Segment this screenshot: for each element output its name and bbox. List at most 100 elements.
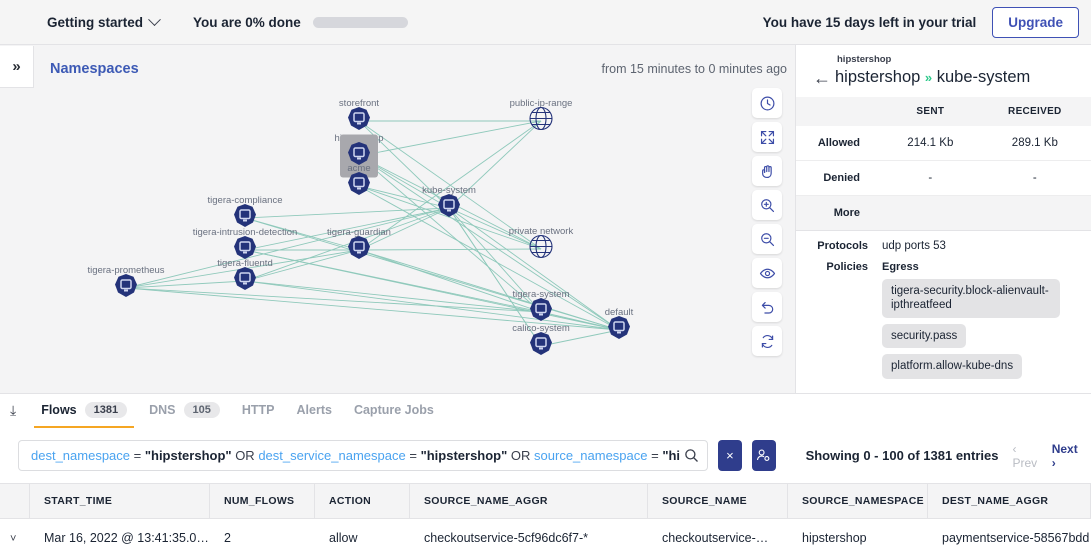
- graph-title[interactable]: Namespaces: [50, 61, 139, 77]
- back-arrow-icon[interactable]: ←: [809, 69, 835, 87]
- graph-node-calico-system[interactable]: [529, 332, 553, 361]
- prev-page-button[interactable]: ‹ Prev: [1012, 442, 1038, 470]
- graph-node-tigera-intrusion-detection[interactable]: [233, 236, 257, 265]
- tab-label: HTTP: [242, 403, 275, 417]
- col-source-name-aggr[interactable]: SOURCE_NAME_AGGR: [410, 484, 648, 518]
- tab-badge: 105: [184, 402, 220, 418]
- getting-started-label: Getting started: [47, 15, 143, 30]
- col-received: RECEIVED: [979, 97, 1091, 126]
- next-page-button[interactable]: Next ›: [1052, 442, 1079, 470]
- col-start-time[interactable]: START_TIME: [30, 484, 210, 518]
- graph-node-public-ip-range[interactable]: [528, 106, 554, 137]
- more-spacer-1: [882, 196, 979, 231]
- search-query-text: dest_namespace = "hipstershop" OR dest_s…: [31, 448, 680, 463]
- table-row: Allowed 214.1 Kb 289.1 Kb: [796, 126, 1091, 161]
- graph-node-acme[interactable]: [347, 172, 371, 201]
- graph-node-tigera-fluentd[interactable]: [233, 267, 257, 296]
- graph-node-default[interactable]: [607, 316, 631, 345]
- tab-label: Capture Jobs: [354, 403, 434, 417]
- cell-dest-name-aggr: paymentservice-58567bdd: [928, 519, 1091, 551]
- tab-alerts[interactable]: Alerts: [286, 394, 343, 426]
- query-token-op: =: [648, 448, 663, 463]
- chevron-down-icon: [148, 13, 161, 26]
- tab-dns[interactable]: DNS105: [138, 394, 231, 426]
- row-label-allowed: Allowed: [796, 126, 882, 161]
- query-token-val: "hipstershop": [145, 448, 232, 463]
- refresh-icon[interactable]: [752, 326, 782, 356]
- policies-row: Policies Egress tigera-security.block-al…: [796, 252, 1091, 385]
- graph-node-hipstershop[interactable]: [347, 142, 371, 171]
- query-token-field: source_namespace: [534, 448, 647, 463]
- results-count: Showing 0 - 100 of 1381 entries: [806, 448, 999, 463]
- upgrade-button[interactable]: Upgrade: [992, 7, 1079, 38]
- graph-node-private-network[interactable]: [528, 234, 554, 265]
- hand-icon[interactable]: [752, 156, 782, 186]
- graph-node-tigera-prometheus[interactable]: [114, 274, 138, 303]
- protocols-row: Protocols udp ports 53: [796, 231, 1091, 252]
- cell-source-name-aggr: checkoutservice-5cf96dc6f7-*: [410, 519, 648, 551]
- flow-detail-panel: hipstershop ← hipstershop » kube-system …: [795, 45, 1091, 393]
- policy-pill[interactable]: tigera-security.block-alienvault-ipthrea…: [882, 279, 1060, 318]
- trial-notice: You have 15 days left in your trial: [763, 15, 977, 30]
- flow-log-table: START_TIME NUM_FLOWS ACTION SOURCE_NAME_…: [0, 483, 1091, 551]
- query-token-field: dest_namespace: [31, 448, 130, 463]
- col-expand: [0, 484, 30, 518]
- detail-header: hipstershop ← hipstershop » kube-system: [796, 45, 1091, 97]
- clock-icon[interactable]: [752, 88, 782, 118]
- col-action[interactable]: ACTION: [315, 484, 410, 518]
- col-blank: [796, 97, 882, 126]
- graph-node-kube-system[interactable]: [437, 194, 461, 223]
- double-chevron-down-icon[interactable]: ⤓: [10, 403, 16, 417]
- progress-bar: [313, 17, 408, 28]
- policy-pill[interactable]: security.pass: [882, 324, 966, 348]
- graph-edges: [0, 45, 795, 393]
- table-row[interactable]: ˅ Mar 16, 2022 @ 13:41:35.000 2 allow ch…: [0, 519, 1091, 551]
- query-token-field: dest_service_namespace: [258, 448, 405, 463]
- filter-row: dest_namespace = "hipstershop" OR dest_s…: [0, 426, 1091, 471]
- tab-capture-jobs[interactable]: Capture Jobs: [343, 394, 445, 426]
- eye-icon[interactable]: [752, 258, 782, 288]
- col-sent: SENT: [882, 97, 979, 126]
- query-token-val: "hipstershop": [421, 448, 508, 463]
- query-token-op: OR: [507, 448, 534, 463]
- search-icon[interactable]: [680, 448, 699, 463]
- query-token-op: =: [406, 448, 421, 463]
- search-input[interactable]: dest_namespace = "hipstershop" OR dest_s…: [18, 440, 708, 471]
- clear-filter-button[interactable]: ×: [718, 440, 742, 471]
- service-graph-panel[interactable]: Namespaces from 15 minutes to 0 minutes …: [0, 45, 795, 393]
- graph-toolbar: [752, 88, 782, 356]
- detail-dest: kube-system: [937, 68, 1031, 86]
- row-expand-toggle[interactable]: ˅: [0, 519, 30, 551]
- graph-node-tigera-system[interactable]: [529, 298, 553, 327]
- sidebar-expand-button[interactable]: »: [0, 46, 34, 88]
- tab-http[interactable]: HTTP: [231, 394, 286, 426]
- more-section-header: More: [796, 196, 1091, 231]
- user-settings-icon[interactable]: [752, 440, 776, 471]
- policies-direction: Egress: [882, 261, 1091, 273]
- query-token-op: OR: [232, 448, 259, 463]
- progress-label: You are 0% done: [193, 15, 301, 30]
- protocols-label: Protocols: [796, 240, 882, 252]
- graph-node-tigera-guardian[interactable]: [347, 236, 371, 265]
- expand-icon[interactable]: [752, 122, 782, 152]
- col-source-name[interactable]: SOURCE_NAME: [648, 484, 788, 518]
- col-source-namespace[interactable]: SOURCE_NAMESPACE: [788, 484, 928, 518]
- cell-num-flows: 2: [210, 519, 315, 551]
- graph-node-storefront[interactable]: [347, 107, 371, 136]
- zoom-in-icon[interactable]: [752, 190, 782, 220]
- denied-sent: -: [882, 161, 979, 196]
- policy-pill[interactable]: platform.allow-kube-dns: [882, 354, 1022, 378]
- top-bar: Getting started You are 0% done You have…: [0, 0, 1091, 45]
- chevron-down-icon: ˅: [10, 533, 16, 545]
- table-row: Denied - -: [796, 161, 1091, 196]
- cell-source-namespace: hipstershop: [788, 519, 928, 551]
- col-num-flows[interactable]: NUM_FLOWS: [210, 484, 315, 518]
- col-dest-name-aggr[interactable]: DEST_NAME_AGGR: [928, 484, 1091, 518]
- zoom-out-icon[interactable]: [752, 224, 782, 254]
- graph-node-tigera-compliance[interactable]: [233, 204, 257, 233]
- undo-icon[interactable]: [752, 292, 782, 322]
- detail-source: hipstershop: [835, 68, 920, 86]
- traffic-summary-table: SENT RECEIVED Allowed 214.1 Kb 289.1 Kb …: [796, 97, 1091, 231]
- tab-flows[interactable]: Flows1381: [30, 394, 138, 426]
- getting-started-menu[interactable]: Getting started: [47, 15, 159, 30]
